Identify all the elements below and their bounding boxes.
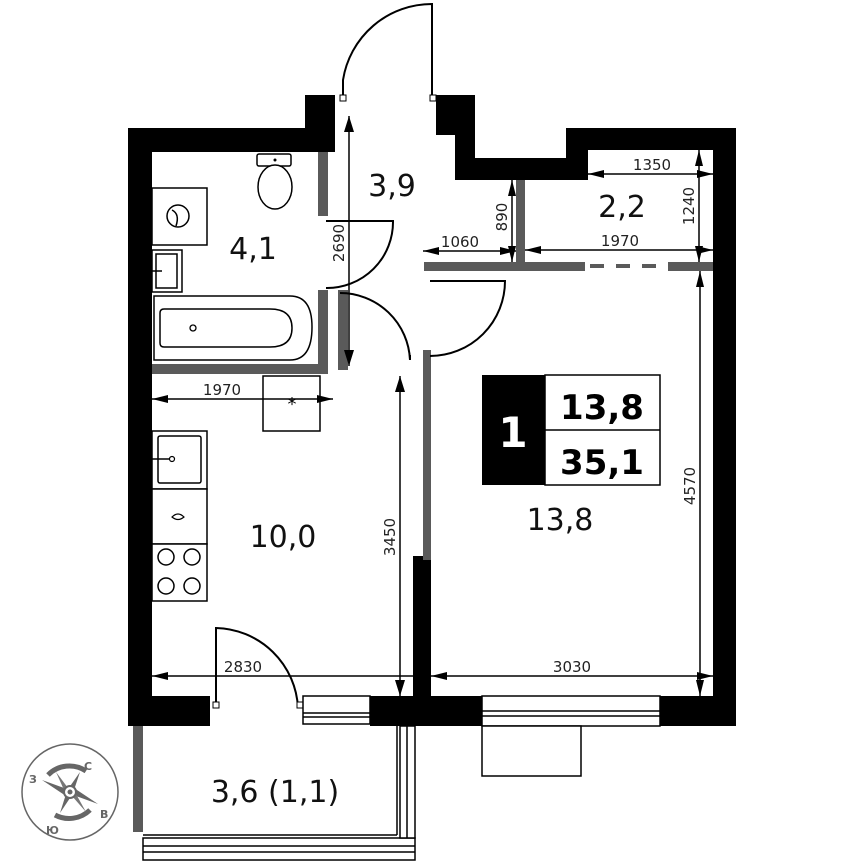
fixtures: * xyxy=(151,153,321,602)
compass-north: С xyxy=(84,760,92,773)
dim-hallway-length: 2690 xyxy=(330,224,348,262)
living-room-area: 13,8 xyxy=(527,503,594,538)
compass-icon: С В Ю З xyxy=(21,743,119,841)
bathtub-icon xyxy=(153,295,313,361)
kitchen-sink-icon xyxy=(151,430,208,490)
dim-niche-width: 1060 xyxy=(441,233,479,251)
toilet-icon xyxy=(256,153,293,210)
apartment-summary-badge: 1 13,8 35,1 xyxy=(482,374,661,486)
living-area-value: 13,8 xyxy=(560,388,644,428)
bathroom-sink-icon xyxy=(151,249,183,293)
exterior-walls xyxy=(128,95,736,726)
bathroom-area: 4,1 xyxy=(229,232,277,267)
dimension-labels: 1350 1970 1240 1060 890 2690 1970 3450 2… xyxy=(203,156,699,676)
dishwasher-icon xyxy=(151,488,208,545)
dim-living-width: 3030 xyxy=(553,658,591,676)
dim-storage-height: 1240 xyxy=(680,187,698,225)
interior-partitions xyxy=(133,152,713,832)
stove-icon xyxy=(151,543,208,602)
rooms-count: 1 xyxy=(498,408,527,457)
dim-niche-depth: 890 xyxy=(493,203,511,232)
svg-text:*: * xyxy=(288,394,297,415)
total-area-value: 35,1 xyxy=(560,443,644,483)
kitchen-area: 10,0 xyxy=(250,520,317,555)
dim-bathroom-width: 1970 xyxy=(203,381,241,399)
windows xyxy=(142,695,661,861)
doors xyxy=(212,2,507,709)
room-area-labels: 4,1 3,9 2,2 10,0 13,8 3,6 (1,1) xyxy=(211,169,646,810)
hallway-area: 3,9 xyxy=(368,169,416,204)
dim-kitchen-width: 2830 xyxy=(224,658,262,676)
washing-machine-icon xyxy=(151,187,208,246)
compass-south: Ю xyxy=(46,824,59,837)
balcony-area: 3,6 (1,1) xyxy=(211,775,339,810)
compass-east: В xyxy=(100,808,108,821)
dim-storage-bottom-width: 1970 xyxy=(601,232,639,250)
dim-storage-top-width: 1350 xyxy=(633,156,671,174)
ventilation-box-icon: * xyxy=(262,375,321,432)
dimension-lines xyxy=(152,116,713,696)
dim-living-length: 4570 xyxy=(681,467,699,505)
dim-kitchen-length: 3450 xyxy=(381,518,399,556)
storage-area: 2,2 xyxy=(598,190,646,225)
compass-west: З xyxy=(29,773,37,786)
